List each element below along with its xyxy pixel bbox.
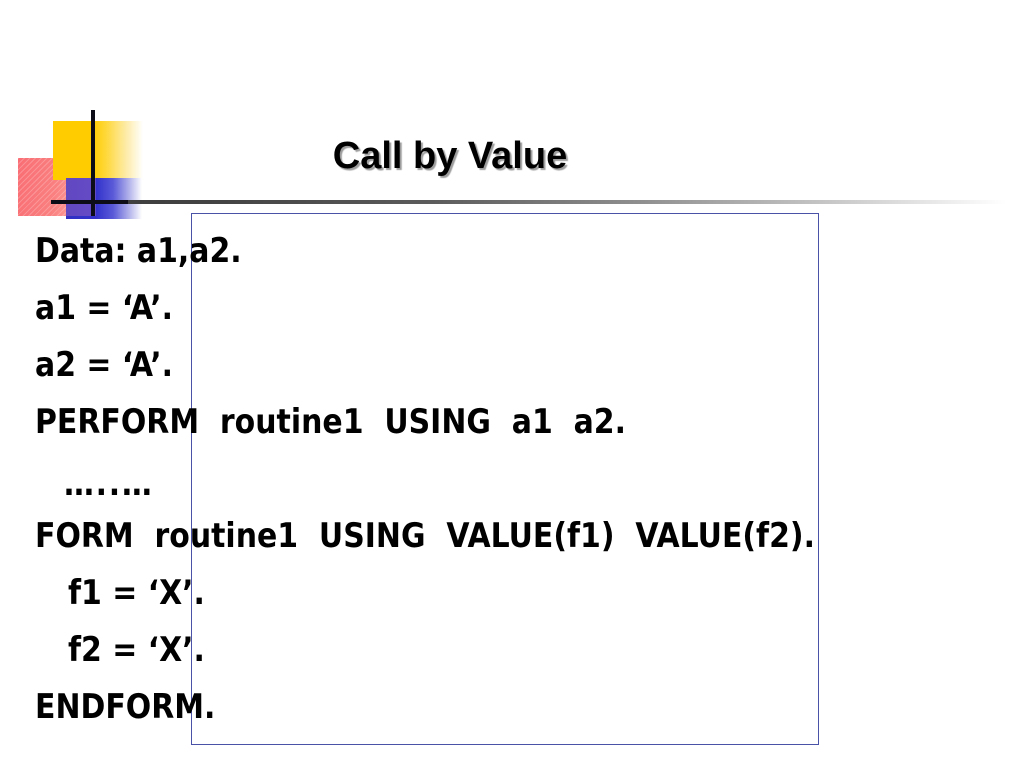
code-line: a2 = ‘A’. — [35, 345, 173, 385]
code-line: PERFORM routine1 USING a1 a2. — [35, 402, 626, 442]
title-underline-rule — [51, 200, 1006, 204]
slide-title: Call by Value — [332, 135, 568, 177]
content-placeholder-box — [191, 213, 819, 745]
code-line: …..… — [64, 464, 154, 504]
code-line: FORM routine1 USING VALUE(f1) VALUE(f2). — [35, 516, 815, 556]
blue-square-decoration — [66, 178, 142, 219]
code-line: f2 = ‘X’. — [68, 630, 205, 670]
code-line: a1 = ‘A’. — [35, 288, 173, 328]
code-line: ENDFORM. — [35, 687, 216, 727]
horizontal-accent-line — [51, 200, 128, 204]
code-line: f1 = ‘X’. — [68, 573, 205, 613]
code-line: Data: a1,a2. — [35, 231, 242, 271]
vertical-accent-line — [91, 110, 95, 216]
yellow-square-decoration — [53, 121, 143, 180]
